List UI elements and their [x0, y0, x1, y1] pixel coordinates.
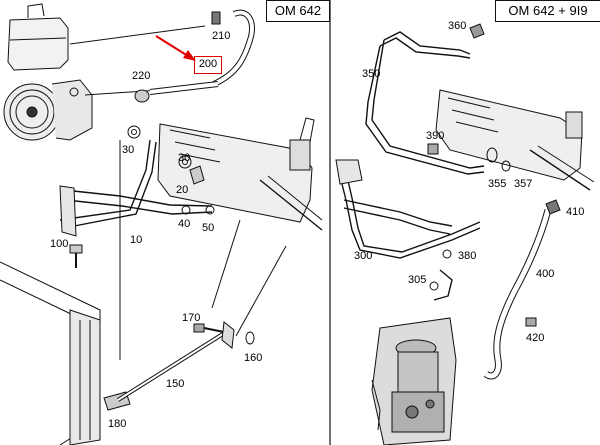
callout-20[interactable]: 20	[176, 184, 189, 196]
callout-360[interactable]: 360	[448, 20, 467, 32]
electric-pump-unit	[371, 317, 457, 445]
callout-40[interactable]: 40	[178, 218, 191, 230]
callout-100[interactable]: 100	[50, 238, 69, 250]
callout-380[interactable]: 380	[458, 250, 477, 262]
callout-30a[interactable]: 30	[122, 144, 135, 156]
callout-305[interactable]: 305	[408, 274, 427, 286]
callout-420[interactable]: 420	[526, 332, 545, 344]
callout-350[interactable]: 350	[362, 68, 381, 80]
highlight-arrow	[155, 35, 196, 61]
reservoir-tank	[7, 3, 69, 71]
callout-170[interactable]: 170	[182, 312, 201, 324]
callout-410[interactable]: 410	[566, 206, 585, 218]
callout-180[interactable]: 180	[108, 418, 127, 430]
steering-rack-left	[157, 117, 323, 231]
callout-210[interactable]: 210	[212, 30, 231, 42]
radiator-cooler	[0, 261, 101, 445]
callout-30b[interactable]: 30	[178, 152, 191, 164]
highlighted-part-label[interactable]: 200	[194, 56, 222, 74]
pump-pulley	[3, 79, 93, 141]
callout-160[interactable]: 160	[244, 352, 263, 364]
callout-300[interactable]: 300	[354, 250, 373, 262]
callout-50[interactable]: 50	[202, 222, 215, 234]
panel-title-right: OM 642 + 9I9	[495, 0, 600, 22]
callout-150[interactable]: 150	[166, 378, 185, 390]
steering-rack-right	[435, 89, 595, 191]
callout-10[interactable]: 10	[130, 234, 143, 246]
callout-355[interactable]: 355	[488, 178, 507, 190]
callout-220[interactable]: 220	[132, 70, 151, 82]
panel-title-left: OM 642	[266, 0, 330, 22]
callout-400[interactable]: 400	[536, 268, 555, 280]
callout-357[interactable]: 357	[514, 178, 533, 190]
callout-390[interactable]: 390	[426, 130, 445, 142]
